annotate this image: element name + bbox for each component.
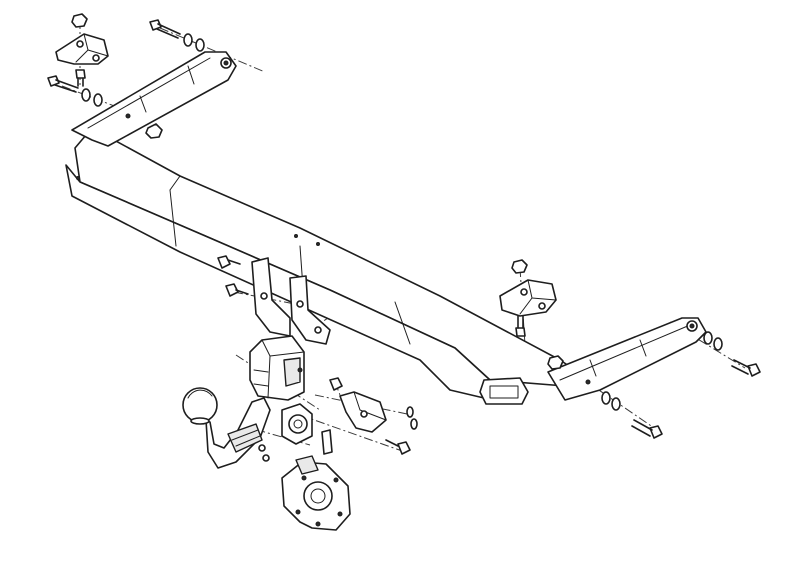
bolt [47,75,79,93]
electrical-socket-plate [281,429,351,531]
bolt [731,359,761,377]
bolt [149,19,181,39]
left-side-arm [71,51,237,147]
mounting-bolts [47,19,761,455]
socket-bracket [339,391,387,433]
hitch-mount-plates [251,257,331,345]
left-mounting-bracket [55,33,109,65]
towbar-crossmember [65,127,579,405]
bolt [515,315,526,337]
bolt [225,283,249,297]
right-mounting-bracket [499,279,557,317]
bolt [631,419,663,439]
detachable-ball-mechanism [249,335,305,401]
bolt [329,377,343,391]
bolt [217,255,241,269]
bolt [75,69,86,87]
tow-ball-neck [182,387,271,469]
bolt [385,439,411,455]
washers [81,33,723,462]
right-side-arm [547,317,707,401]
nuts [71,13,564,370]
locking-wheel [281,403,313,445]
